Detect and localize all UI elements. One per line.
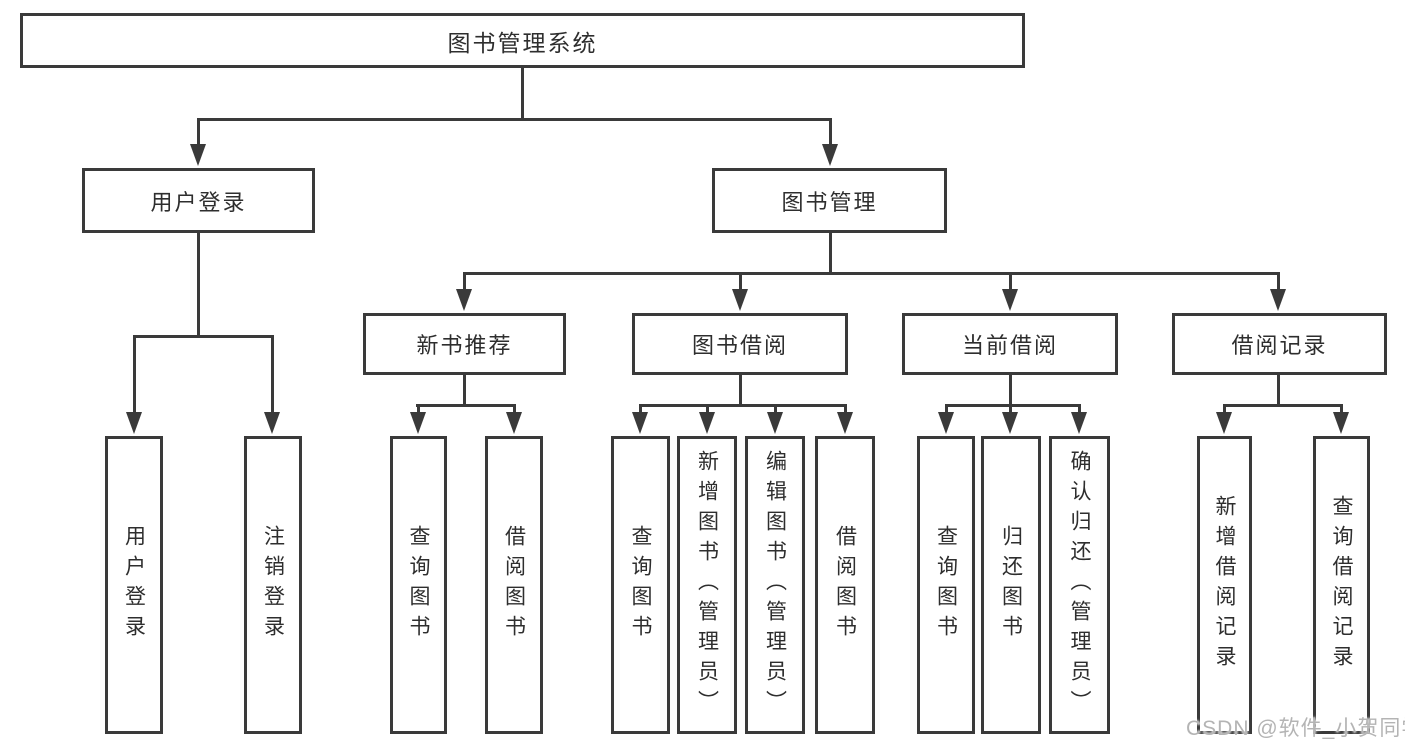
connector-line [513, 404, 516, 414]
arrow-head [456, 289, 472, 311]
connector-line [1009, 404, 1012, 414]
node-book-management-label: 图书管理 [781, 189, 878, 215]
arrow-head [767, 412, 783, 434]
leaf-br-query-record: 查询借阅记录 [1313, 436, 1370, 734]
node-new-book-recommend: 新书推荐 [363, 313, 566, 375]
leaf-bb-edit-books-admin: 编辑图书（管理员） [745, 436, 805, 734]
arrow-head [938, 412, 954, 434]
connector-line [1277, 375, 1280, 407]
leaf-bb-add-books-admin: 新增图书（管理员） [677, 436, 737, 734]
connector-line [739, 272, 742, 291]
node-book-borrowing: 图书借阅 [632, 313, 848, 375]
leaf-nb-borrow-books-label: 借阅图书 [502, 525, 526, 645]
leaf-cb-return-books: 归还图书 [981, 436, 1041, 734]
node-user-login: 用户登录 [82, 168, 315, 233]
leaf-bb-borrow-books-label: 借阅图书 [833, 525, 857, 645]
connector-line [417, 404, 420, 414]
connector-line [133, 335, 274, 338]
node-borrowing-records: 借阅记录 [1172, 313, 1387, 375]
arrow-head [699, 412, 715, 434]
leaf-logout: 注销登录 [244, 436, 302, 734]
arrow-head [1071, 412, 1087, 434]
connector-line [271, 335, 274, 414]
node-current-borrowing-label: 当前借阅 [961, 333, 1058, 358]
csdn-watermark: CSDN @软件_小贺同学 [1186, 717, 1405, 740]
leaf-cb-confirm-return-admin: 确认归还（管理员） [1049, 436, 1110, 734]
arrow-head [506, 412, 522, 434]
connector-line [1277, 272, 1280, 291]
leaf-cb-query-books-label: 查询图书 [934, 525, 958, 645]
arrow-head [1002, 412, 1018, 434]
arrow-head [632, 412, 648, 434]
leaf-cb-return-books-label: 归还图书 [999, 525, 1023, 645]
arrow-head [1216, 412, 1232, 434]
arrow-head [822, 144, 838, 166]
leaf-bb-add-books-admin-label: 新增图书（管理员） [695, 450, 719, 720]
node-book-management: 图书管理 [712, 168, 947, 233]
connector-line [739, 375, 742, 407]
leaf-user-login: 用户登录 [105, 436, 163, 734]
connector-line [1009, 272, 1012, 291]
node-user-login-label: 用户登录 [150, 189, 247, 215]
connector-line [1340, 404, 1343, 414]
connector-line [463, 272, 1280, 275]
connector-line [639, 404, 847, 407]
connector-line [463, 272, 466, 291]
leaf-br-add-record: 新增借阅记录 [1197, 436, 1252, 734]
connector-line [706, 404, 709, 414]
arrow-head [732, 289, 748, 311]
connector-line [197, 118, 200, 146]
node-root-label: 图书管理系统 [447, 29, 598, 56]
leaf-cb-confirm-return-admin-label: 确认归还（管理员） [1068, 450, 1091, 720]
arrow-head [1002, 289, 1018, 311]
arrow-head [410, 412, 426, 434]
connector-line [197, 118, 832, 121]
connector-line [197, 233, 200, 335]
connector-line [133, 335, 136, 414]
node-current-borrowing: 当前借阅 [902, 313, 1118, 375]
connector-line [1223, 404, 1343, 407]
leaf-logout-label: 注销登录 [261, 525, 285, 645]
node-book-borrowing-label: 图书借阅 [691, 333, 788, 358]
connector-line [844, 404, 847, 414]
connector-line [416, 404, 516, 407]
leaf-nb-query-books: 查询图书 [390, 436, 447, 734]
connector-line [829, 118, 832, 146]
connector-line [945, 404, 948, 414]
connector-line [1223, 404, 1226, 414]
connector-line [1009, 375, 1012, 407]
leaf-bb-edit-books-admin-label: 编辑图书（管理员） [763, 450, 787, 720]
connector-line [521, 67, 524, 118]
leaf-bb-borrow-books: 借阅图书 [815, 436, 875, 734]
arrow-head [1333, 412, 1349, 434]
connector-line [639, 404, 642, 414]
leaf-br-query-record-label: 查询借阅记录 [1330, 495, 1353, 675]
leaf-cb-query-books: 查询图书 [917, 436, 975, 734]
leaf-user-login-label: 用户登录 [122, 525, 146, 645]
arrow-head [1270, 289, 1286, 311]
arrow-head [264, 412, 280, 434]
connector-line [829, 233, 832, 274]
node-root: 图书管理系统 [20, 13, 1025, 68]
leaf-bb-query-books-label: 查询图书 [629, 525, 652, 645]
arrow-head [126, 412, 142, 434]
leaf-nb-query-books-label: 查询图书 [407, 525, 430, 645]
node-new-book-recommend-label: 新书推荐 [416, 333, 513, 358]
leaf-br-add-record-label: 新增借阅记录 [1213, 495, 1236, 675]
connector-line [463, 375, 466, 407]
arrow-head [190, 144, 206, 166]
connector-line [945, 404, 1081, 407]
connector-line [774, 404, 777, 414]
leaf-nb-borrow-books: 借阅图书 [485, 436, 543, 734]
leaf-bb-query-books: 查询图书 [611, 436, 670, 734]
connector-line [1078, 404, 1081, 414]
node-borrowing-records-label: 借阅记录 [1231, 333, 1328, 358]
arrow-head [837, 412, 853, 434]
